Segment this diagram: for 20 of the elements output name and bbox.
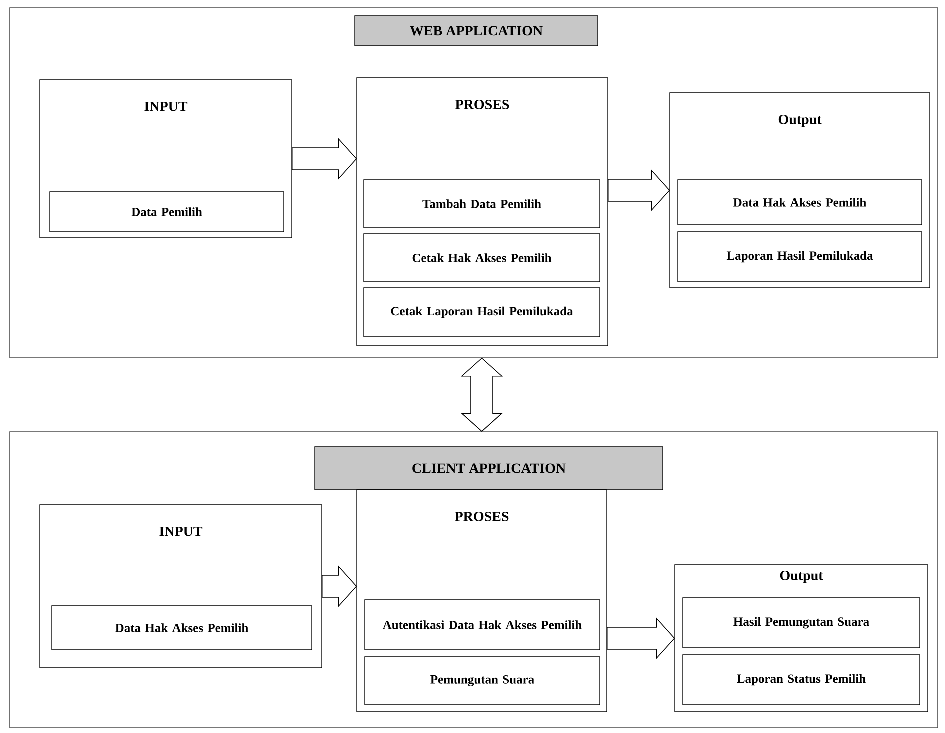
item-box: Hasil Pemungutan Suara (682, 598, 920, 648)
block-arrow (322, 565, 358, 608)
item-box: Tambah Data Pemilih (364, 180, 600, 228)
block-arrow (292, 138, 358, 180)
item-box: Laporan Status Pemilih (682, 654, 920, 706)
item-box: Data Pemilih (50, 192, 284, 232)
title-box: CLIENT APPLICATION (314, 446, 664, 490)
application-panel (10, 432, 938, 728)
item-box: Pemungutan Suara (364, 656, 600, 706)
block-arrow (606, 617, 676, 660)
application-panel (10, 8, 938, 358)
block-arrow (460, 358, 504, 432)
item-box: Autentikasi Data Hak Akses Pemilih (364, 600, 600, 650)
item-box: Cetak Hak Akses Pemilih (364, 234, 600, 282)
item-box: Data Hak Akses Pemilih (678, 180, 922, 226)
item-box: Laporan Hasil Pemilukada (678, 232, 922, 282)
block-arrow (608, 169, 670, 212)
item-box: Data Hak Akses Pemilih (52, 606, 312, 650)
item-box: Cetak Laporan Hasil Pemilukada (364, 288, 600, 338)
title-box: WEB APPLICATION (354, 16, 598, 46)
